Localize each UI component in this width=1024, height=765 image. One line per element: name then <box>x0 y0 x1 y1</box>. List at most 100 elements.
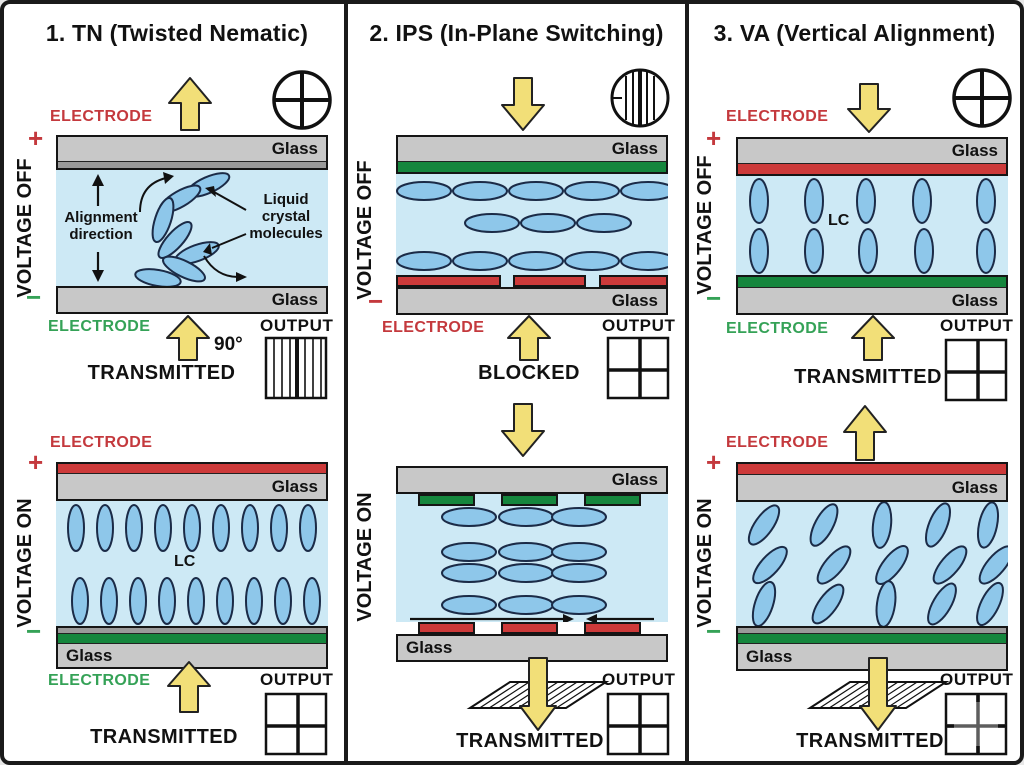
tn-title: 1. TN (Twisted Nematic) <box>45 20 309 46</box>
ips-on-molecules-graphic <box>410 507 654 622</box>
light-up-arrow <box>851 315 895 361</box>
ips-off-result-label: BLOCKED <box>478 362 580 384</box>
va-title: 3. VA (Vertical Alignment) <box>713 20 996 46</box>
ips-on-segmented-electrode-red <box>396 622 668 634</box>
ips-off-segmented-electrode-red <box>396 275 668 287</box>
tn-off-output-box <box>264 336 328 400</box>
va-off-bottom-electrode-label: ELECTRODE <box>726 320 829 337</box>
va-on-liquid-crystal-cell <box>736 502 1008 626</box>
column-divider <box>344 4 348 761</box>
va-off-output-box <box>944 338 1008 402</box>
light-down-arrow <box>501 403 545 457</box>
tn-on-liquid-crystal-cell: LC <box>56 501 328 626</box>
va-on-top-glass-plate: Glass <box>736 462 1008 502</box>
va-off-top-glass-plate: Glass <box>736 137 1008 176</box>
va-off-molecules-graphic <box>749 178 996 274</box>
ips-on-output-box <box>606 692 670 756</box>
tn-on-result-label: TRANSMITTED <box>90 726 238 748</box>
minus-sign: − <box>26 616 42 646</box>
tn-on-molecules-graphic <box>67 504 321 625</box>
glass-label: Glass <box>271 476 318 496</box>
output-label: OUTPUT <box>260 670 334 689</box>
lc-tag: LC <box>828 212 850 229</box>
twist-angle-label: 90° <box>214 334 243 355</box>
ips-on-segmented-electrode-green <box>396 494 668 506</box>
glass-label: Glass <box>611 139 658 158</box>
plus-sign: + <box>706 447 722 477</box>
column-divider <box>685 4 689 761</box>
light-up-arrow <box>167 661 211 713</box>
tn-off-result-label: TRANSMITTED <box>87 362 236 384</box>
molecules <box>749 178 996 274</box>
alignment-direction-arrow <box>92 174 104 282</box>
plus-sign: + <box>28 447 44 477</box>
tn-off-top-electrode-label: ELECTRODE <box>50 108 153 125</box>
molecules <box>396 181 668 271</box>
ips-on-state-label: VOLTAGE ON <box>354 492 376 622</box>
ips-off-bottom-electrode-label: ELECTRODE <box>382 319 485 336</box>
va-off-top-electrode-label: ELECTRODE <box>726 108 829 125</box>
liquid-crystal-molecules-note: Liquid crystal molecules <box>249 191 323 242</box>
tn-off-bottom-electrode-label: ELECTRODE <box>48 318 151 335</box>
va-off-result-label: TRANSMITTED <box>794 366 942 388</box>
twist-arrows <box>139 172 247 282</box>
ips-on-result-label: TRANSMITTED <box>456 730 604 752</box>
glass-label: Glass <box>611 470 658 489</box>
va-on-top-electrode-label: ELECTRODE <box>726 434 829 451</box>
crossed-polarizer-icon <box>272 70 332 130</box>
glass-label: Glass <box>271 139 318 158</box>
output-label: OUTPUT <box>260 316 334 335</box>
glass-label: Glass <box>746 646 793 666</box>
tn-off-top-glass-plate: Glass <box>56 135 328 170</box>
ips-off-molecules-graphic <box>396 181 668 271</box>
exit-polarizer-sheet-and-arrow <box>806 657 950 731</box>
molecules <box>134 172 231 286</box>
molecule-pointer-arrows <box>203 186 247 255</box>
ips-on-top-glass-plate: Glass <box>396 466 668 494</box>
glass-label: Glass <box>406 638 453 657</box>
tn-on-bottom-electrode-label: ELECTRODE <box>48 672 151 689</box>
va-off-bottom-glass-plate: Glass <box>736 275 1008 315</box>
va-on-output-box <box>944 692 1008 756</box>
field-direction-arrows <box>410 614 654 622</box>
ips-off-bottom-glass-plate: Glass <box>396 287 668 315</box>
minus-sign: − <box>26 282 42 312</box>
output-label: OUTPUT <box>602 670 676 689</box>
output-label: OUTPUT <box>940 670 1014 689</box>
lc-tag: LC <box>174 553 196 570</box>
glass-label: Glass <box>611 291 658 310</box>
glass-label: Glass <box>951 290 998 310</box>
ips-off-liquid-crystal-cell <box>396 174 668 287</box>
tn-off-liquid-crystal-cell: Alignment direction Liquid crystal molec… <box>56 170 328 286</box>
ips-on-liquid-crystal-cell <box>396 494 668 622</box>
plus-sign: + <box>706 123 722 153</box>
tn-on-output-box <box>264 692 328 756</box>
glass-label: Glass <box>66 645 113 665</box>
light-up-arrow <box>166 315 210 361</box>
light-up-arrow <box>507 315 551 361</box>
minus-sign: − <box>706 283 722 313</box>
vertical-polarizer-icon <box>610 68 670 128</box>
plus-sign: + <box>28 123 44 153</box>
va-off-liquid-crystal-cell: LC <box>736 176 1008 275</box>
molecules <box>747 502 1008 626</box>
light-up-arrow <box>168 77 212 131</box>
crossed-polarizer-icon <box>952 68 1012 128</box>
exit-polarizer-sheet-and-arrow <box>466 657 610 731</box>
light-up-arrow <box>843 405 887 461</box>
ips-title: 2. IPS (In-Plane Switching) <box>369 20 664 46</box>
molecules <box>441 507 607 615</box>
light-down-arrow <box>501 77 545 131</box>
output-label: OUTPUT <box>602 316 676 335</box>
light-down-arrow <box>847 83 891 133</box>
tn-on-top-electrode-label: ELECTRODE <box>50 434 153 451</box>
tn-off-molecules-graphic <box>92 172 247 286</box>
tn-off-bottom-glass-plate: Glass <box>56 286 328 314</box>
va-on-result-label: TRANSMITTED <box>796 730 944 752</box>
alignment-direction-note: Alignment direction <box>64 209 138 243</box>
tn-on-bottom-glass-plate: Glass <box>56 626 328 669</box>
minus-sign: − <box>706 616 722 646</box>
glass-label: Glass <box>951 141 998 160</box>
ips-off-output-box <box>606 336 670 400</box>
